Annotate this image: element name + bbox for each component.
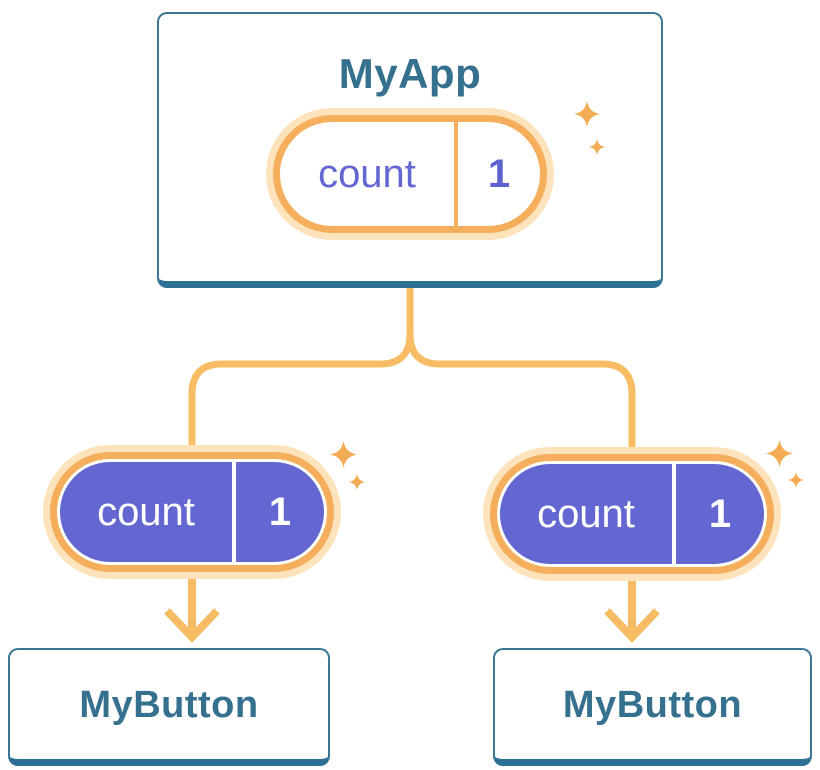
state-pill: count 1 [266,108,554,240]
component-node-mybutton-right: MyButton [493,648,812,766]
sparkle-icon [766,440,793,467]
state-pill-body: count 1 [60,462,324,562]
sparkle-icon [330,441,357,468]
pill-divider [454,122,458,226]
sparkle-icon [349,474,365,490]
sparkle-icon [589,139,605,155]
state-value-label: 1 [708,491,732,536]
sparkle-icon [788,472,804,488]
state-pill-ring: count 1 [50,452,334,572]
state-pill: count 1 [483,447,781,581]
component-node-mybutton-left: MyButton [8,648,330,766]
state-pill-body: count 1 [500,464,764,564]
state-key-label: count [537,491,635,536]
state-key-label: count [318,151,416,196]
arrow-down-icon [604,580,660,643]
arrow-down-icon [164,578,220,643]
connector-root-to-right [406,283,636,451]
state-key-label: count [97,489,195,534]
pill-divider [672,464,676,564]
state-pill-ring: count 1 [490,454,774,574]
component-node-myapp: MyApp count 1 [157,12,663,288]
state-pill-ring: count 1 [273,115,547,233]
pill-divider [232,462,236,562]
sparkle-icon [574,101,600,127]
component-title: MyButton [562,683,743,726]
state-value-label: 1 [268,489,292,534]
component-title: MyApp [338,50,482,97]
state-value-label: 1 [487,151,511,196]
connector-root-to-left [188,283,414,447]
component-title: MyButton [79,683,259,726]
state-pill: count 1 [43,445,341,579]
